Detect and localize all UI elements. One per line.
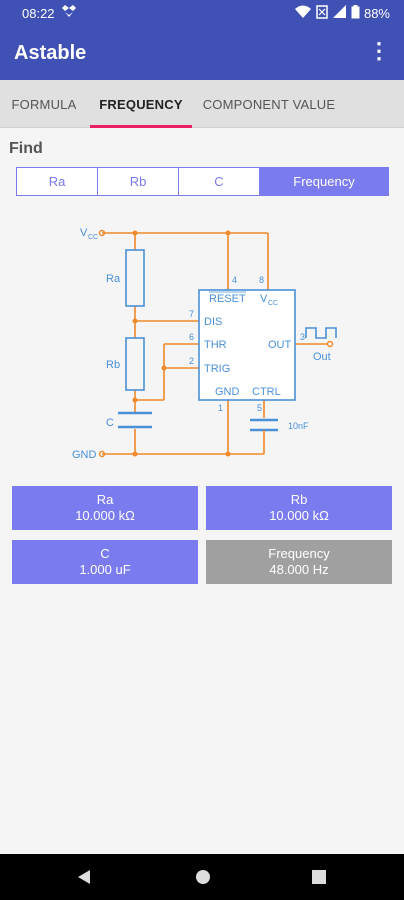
find-option-ra[interactable]: Ra xyxy=(48,174,66,189)
ra-value-text: 10.000 kΩ xyxy=(75,508,135,523)
pin-1-label: 1 xyxy=(218,403,223,413)
dis-label: DIS xyxy=(204,316,222,328)
pin-5-label: 5 xyxy=(257,403,262,413)
rb-value-label: Rb xyxy=(290,492,308,507)
pin-2-label: 2 xyxy=(189,356,194,366)
app-title: Astable xyxy=(14,42,87,64)
c-value-text: 1.000 uF xyxy=(79,562,131,577)
ra-label: Ra xyxy=(106,273,121,285)
no-sim-icon xyxy=(315,5,329,22)
pin-6-label: 6 xyxy=(189,332,194,342)
gnd-label: GND xyxy=(72,449,97,461)
back-icon[interactable] xyxy=(76,869,92,885)
find-label: Find xyxy=(9,140,43,157)
pin-4-label: 4 xyxy=(232,275,237,285)
pin-8-label: 8 xyxy=(259,275,264,285)
find-option-frequency[interactable]: Frequency xyxy=(259,168,388,195)
vcc-pin-label: V xyxy=(260,293,268,305)
rb-value-text: 10.000 kΩ xyxy=(269,508,329,523)
home-icon[interactable] xyxy=(195,869,211,885)
c-label: C xyxy=(106,417,114,429)
rb-value-button[interactable]: Rb 10.000 kΩ xyxy=(206,486,392,530)
astable-circuit-diagram: V CC GND Ra Rb C RESET V CC DIS THR TRIG… xyxy=(72,227,337,461)
vcc-pin-sub-label: CC xyxy=(268,300,278,307)
tab-frequency[interactable]: FREQUENCY xyxy=(90,80,192,128)
dropbox-icon xyxy=(62,4,76,21)
gnd-pin-label: GND xyxy=(215,386,240,398)
navigation-bar xyxy=(0,854,404,900)
pin-7-label: 7 xyxy=(189,309,194,319)
app-bar: Astable ⋮ xyxy=(0,28,404,80)
recents-icon[interactable] xyxy=(312,870,326,884)
ra-value-label: Ra xyxy=(96,492,114,507)
vcc-sub-label: CC xyxy=(88,234,98,241)
ctrl-label: CTRL xyxy=(252,386,281,398)
vcc-label: V xyxy=(80,227,88,239)
tab-formula[interactable]: FORMULA xyxy=(11,96,77,112)
battery-icon xyxy=(351,5,360,22)
status-bar: 08:22 88% xyxy=(0,0,404,28)
tab-bar: FORMULA FREQUENCY COMPONENT VALUE xyxy=(0,80,404,128)
frequency-value-text: 48.000 Hz xyxy=(269,562,329,577)
rb-label: Rb xyxy=(106,359,120,371)
out-terminal-label: Out xyxy=(313,351,331,363)
signal-icon xyxy=(332,5,347,22)
find-option-c[interactable]: C xyxy=(178,168,259,195)
frequency-value-label: Frequency xyxy=(268,546,330,561)
frequency-result: Frequency 48.000 Hz xyxy=(206,540,392,584)
find-option-rb[interactable]: Rb xyxy=(97,168,178,195)
thr-label: THR xyxy=(204,339,227,351)
wifi-icon xyxy=(294,5,311,22)
reset-label: RESET xyxy=(209,293,246,305)
out-label: OUT xyxy=(268,339,292,351)
pin-3-label: 3 xyxy=(300,332,305,342)
find-selector: Ra Rb C Frequency xyxy=(16,167,389,196)
trig-label: TRIG xyxy=(204,363,230,375)
overflow-menu-icon[interactable]: ⋮ xyxy=(368,38,390,63)
battery-percent: 88% xyxy=(363,6,390,21)
ra-value-button[interactable]: Ra 10.000 kΩ xyxy=(12,486,198,530)
c-value-button[interactable]: C 1.000 uF xyxy=(12,540,198,584)
tab-component-value[interactable]: COMPONENT VALUE xyxy=(202,96,336,112)
cap-value-label: 10nF xyxy=(288,421,309,431)
c-value-label: C xyxy=(100,546,110,561)
status-time: 08:22 xyxy=(22,6,55,21)
